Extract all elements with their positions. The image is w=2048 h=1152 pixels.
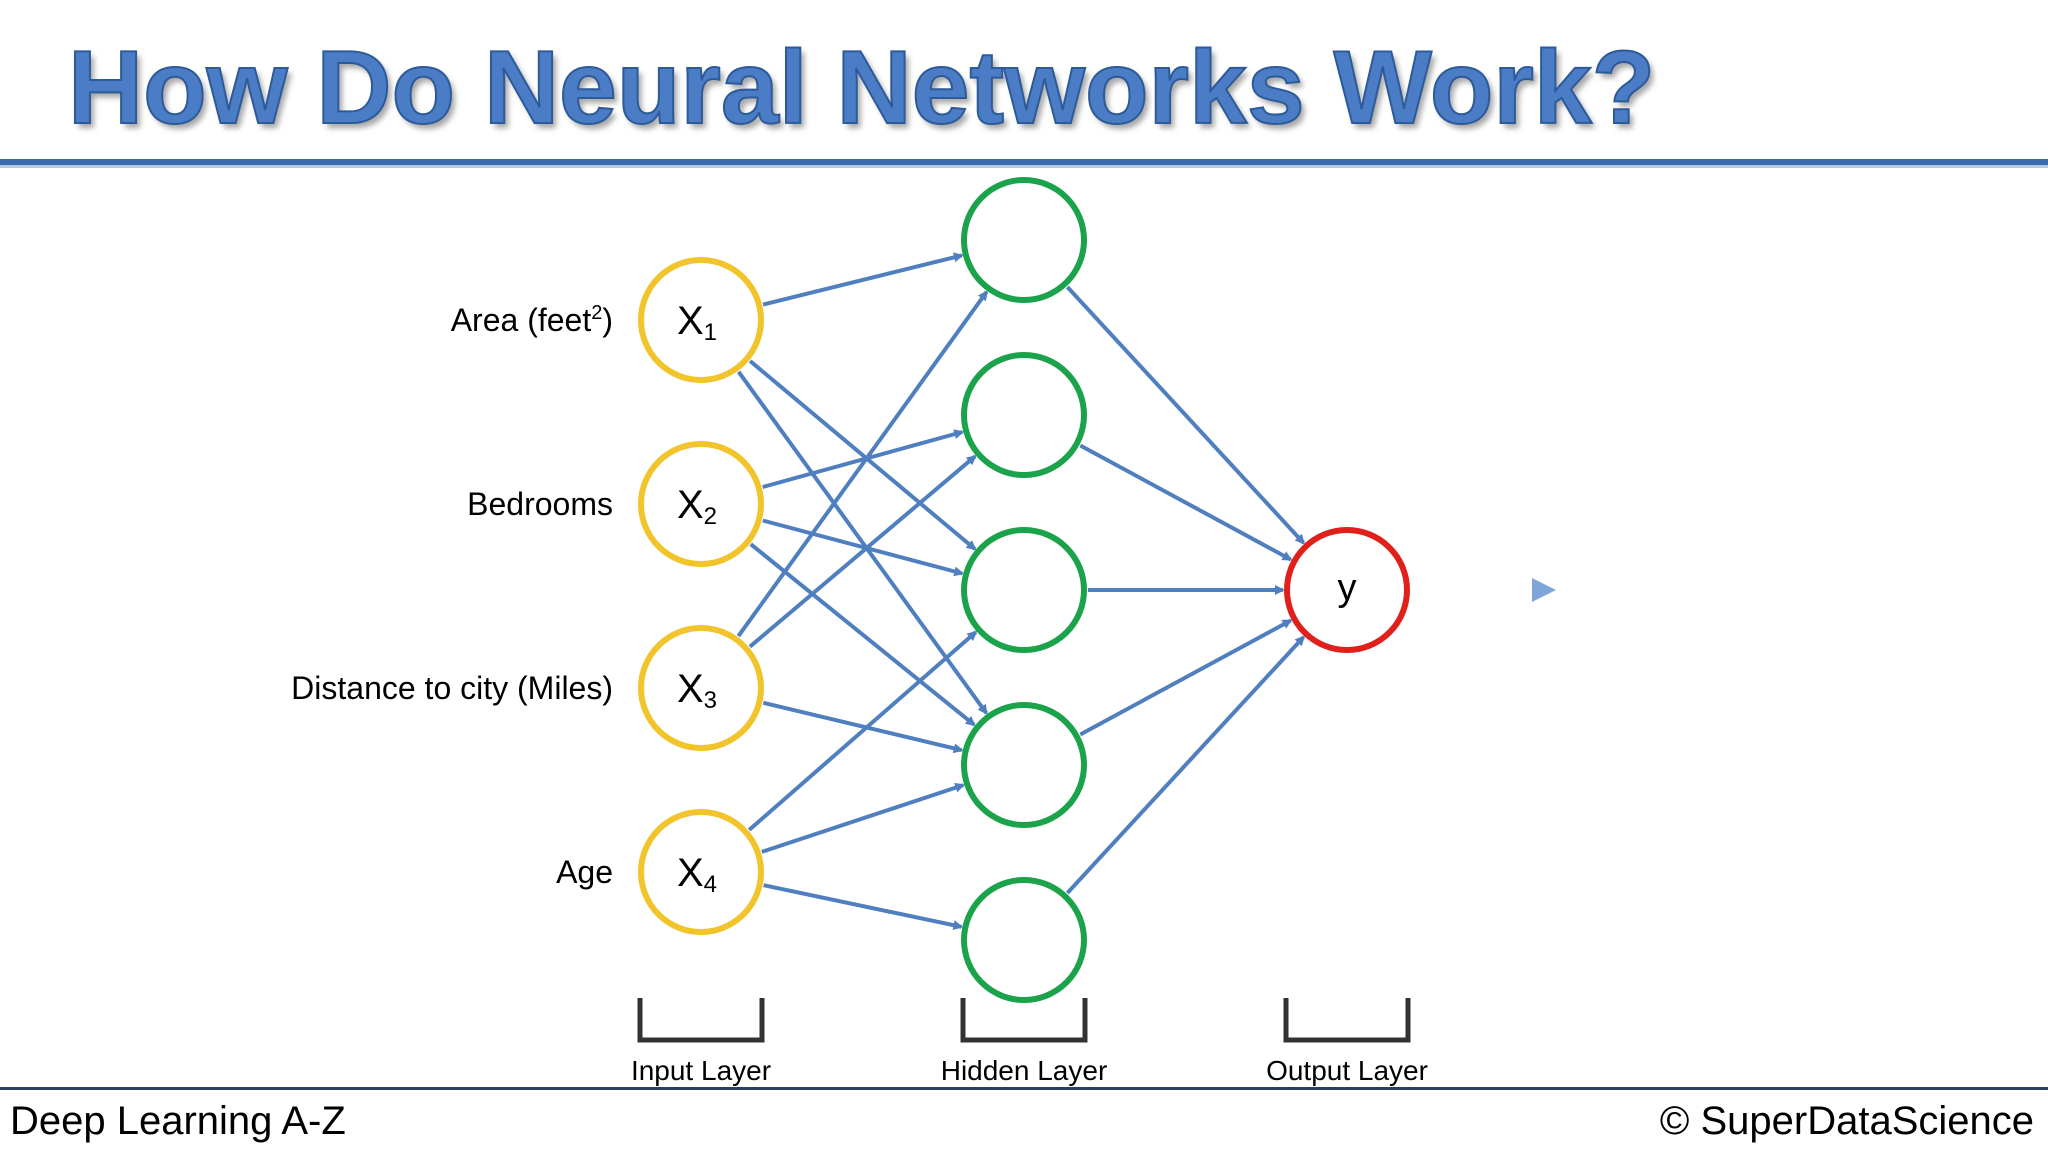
input-node-label-4: X4: [677, 851, 717, 898]
hidden-node-3: [961, 527, 1087, 653]
connection-x1-h3: [748, 359, 977, 551]
input-node-label-2: X2: [677, 483, 717, 530]
connection-x3-h2: [748, 454, 977, 649]
connection-x3-h4: [762, 700, 964, 754]
feature-label-3: Distance to city (Miles): [291, 670, 613, 706]
feature-label-2: Bedrooms: [467, 486, 613, 522]
connection-x2-h3: [762, 518, 965, 577]
input-node-1: [638, 257, 764, 383]
input-layer-label: Input Layer: [631, 1055, 771, 1086]
input-node-3: [638, 625, 764, 751]
output-layer-label: Output Layer: [1266, 1055, 1428, 1086]
connection-x4-h5: [763, 883, 964, 931]
connection-x4-h4: [761, 782, 966, 854]
output-layer-bracket: [1283, 998, 1411, 1043]
connection-x4-h3: [747, 630, 978, 832]
input-node-label-1: X1: [677, 299, 717, 346]
slide-title: How Do Neural Networks Work?: [67, 29, 1656, 147]
connection-x2-h4: [749, 542, 976, 727]
connection-x1-h4: [736, 370, 989, 715]
hidden-layer-bracket: [960, 998, 1088, 1043]
header-rule: [0, 159, 2048, 165]
connection-h4-y: [1079, 618, 1293, 737]
connection-h5-y: [1065, 635, 1306, 895]
hidden-node-1: [961, 177, 1087, 303]
connection-h1-y: [1065, 285, 1306, 545]
input-node-2: [638, 441, 764, 567]
footer-course-title: Deep Learning A-Z: [10, 1099, 346, 1143]
feature-label-1: Area (feet2): [451, 302, 613, 338]
hidden-node-4: [961, 702, 1087, 828]
input-node-4: [638, 809, 764, 935]
output-node: [1284, 527, 1410, 653]
output-arrow-head: [1532, 578, 1556, 602]
hidden-layer-label: Hidden Layer: [941, 1055, 1108, 1086]
output-node-label: y: [1338, 567, 1357, 609]
connection-h2-y: [1079, 443, 1293, 562]
hidden-node-2: [961, 352, 1087, 478]
feature-label-4: Age: [556, 854, 613, 890]
header-rule-shadow: [0, 165, 2048, 168]
connection-x2-h2: [762, 429, 965, 489]
footer-rule: [0, 1087, 2048, 1090]
connection-x3-h1: [736, 290, 989, 638]
input-node-label-3: X3: [677, 667, 717, 714]
hidden-node-5: [961, 877, 1087, 1003]
input-layer-bracket: [637, 998, 765, 1043]
footer-copyright: © SuperDataScience: [1659, 1099, 2034, 1143]
connection-x1-h1: [762, 252, 964, 307]
